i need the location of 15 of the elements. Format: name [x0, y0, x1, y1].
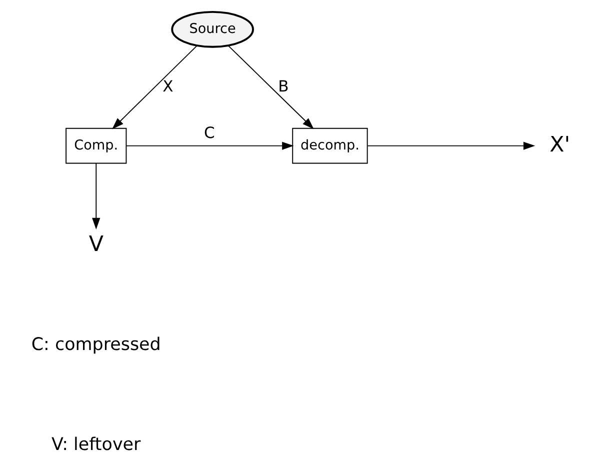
- label: V: leftover: [51, 434, 140, 455]
- arrow: [92, 162, 100, 230]
- arrow: [125, 142, 294, 150]
- edge-label: X: [162, 77, 173, 96]
- arrow: [366, 142, 535, 150]
- node-text: V: [88, 232, 103, 258]
- edge-label: B: [278, 77, 288, 96]
- node-ellipse: Source: [170, 10, 254, 48]
- edge-label: C: [203, 124, 214, 142]
- arrow: [112, 45, 197, 130]
- label: C: compressed: [30, 334, 160, 355]
- node-box: Comp.: [65, 128, 126, 164]
- node-box: decomp.: [292, 128, 368, 164]
- arrow: [227, 45, 314, 130]
- node-text: X': [549, 132, 570, 158]
